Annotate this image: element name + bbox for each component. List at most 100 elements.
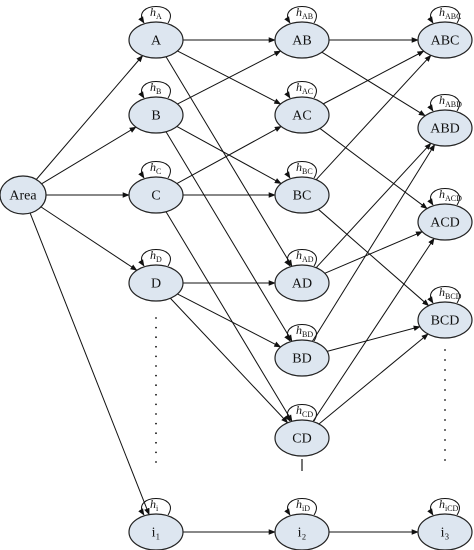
node-ellipse [417,109,473,147]
edge-BC-ABC [315,54,432,181]
self-loop-ABC [427,6,460,24]
node-label: CD [292,432,311,447]
node-i1: i₁ [128,513,184,550]
node-label: ABD [430,122,460,137]
node-ellipse [274,96,330,134]
node-D: D [128,264,184,302]
node-ellipse [274,264,330,302]
edge-AD-ACD [324,231,423,274]
edge-CD-BCD [318,333,429,425]
node-ellipse [0,175,47,215]
node-ellipse [417,21,473,59]
loop-label-C: hC [150,160,161,176]
node-i2: i₂ [274,513,330,550]
node-CD: CD [274,419,330,457]
node-label: i₃ [441,526,450,541]
node-label: C [151,189,160,204]
node-BD: BD [274,339,330,377]
node-ellipse [128,176,184,214]
node-ellipse [274,339,330,377]
ellipsis-dots [155,317,446,471]
self-loop-ACD [427,188,460,206]
node-label: A [151,34,162,49]
node-label: D [151,277,161,292]
ellipsis-dot [155,432,157,435]
ellipsis-dot [155,441,157,444]
node-i3: i₃ [417,513,473,550]
node-ellipse [274,21,330,59]
node-label: i₁ [152,526,161,541]
edge-B-BD [165,131,293,342]
edge-D-BD [177,293,282,348]
node-ABC: ABC [417,21,473,59]
node-AD: AD [274,264,330,302]
ellipsis-dot [301,459,303,461]
node-B: B [128,96,184,134]
node-BC: BC [274,176,330,214]
self-loop-B [138,81,171,99]
self-loop-AD [284,249,317,267]
edge-BD-ABD [311,144,436,342]
loop-label-i3: hiCD [439,497,459,513]
node-label: B [151,109,160,124]
self-loop-AC [284,81,317,99]
loop-label-B: hB [150,80,161,96]
self-loop-BC [284,161,317,179]
ellipsis-dot [155,326,157,329]
ellipsis-dot [444,349,446,351]
ellipsis-dot [155,422,157,425]
ellipsis-dot [444,419,446,421]
ellipsis-dot [444,449,446,451]
node-AB: AB [274,21,330,59]
edge-area-A [35,55,144,180]
ellipsis-dot [301,463,303,465]
ellipsis-dot [155,365,157,367]
self-loop-i1 [138,498,171,516]
self-loop-BD [284,324,317,342]
node-label: i₂ [298,526,307,541]
ellipsis-dot [155,345,157,348]
self-loop-A [138,6,171,24]
edge-AC-ABC [322,50,425,105]
ellipsis-dot [155,374,157,377]
ellipsis-dot [301,461,303,463]
loop-label-AC: hAC [296,80,313,96]
self-loop-C [138,161,171,179]
ellipsis-dot [155,336,157,339]
edge-AD-ABD [315,142,432,269]
node-ellipse [274,513,330,550]
edge-AB-ABD [321,51,426,117]
node-ellipse [128,264,184,302]
loop-label-AD: hAD [296,248,314,264]
node-label: BCD [431,314,460,329]
self-loop-ABD [427,94,460,112]
self-loop-i3 [427,498,460,516]
edge-area-D [40,206,138,271]
node-ellipse [128,513,184,550]
self-loop-CD [284,404,317,422]
node-label: AB [292,34,311,49]
node-ACD: ACD [417,203,473,241]
node-ellipse [128,21,184,59]
node-ellipse [417,513,473,550]
ellipsis-dot [444,369,446,371]
ellipsis-dot [444,389,446,391]
node-label: BC [293,189,312,204]
ellipsis-dot [155,393,157,396]
ellipsis-dot [301,467,303,469]
edge-D-CD [169,297,289,424]
ellipsis-dot [155,403,157,406]
ellipsis-dot [155,355,157,358]
node-ellipse [417,301,473,339]
node-ellipse [274,176,330,214]
edge-area-i1 [29,212,150,516]
node-label: ABC [431,34,460,49]
self-loop-i2 [284,498,317,516]
ellipsis-dot [444,439,446,441]
loop-label-A: hA [150,5,162,21]
ellipsis-dot [444,459,446,461]
edge-C-CD [165,211,293,422]
node-C: C [128,176,184,214]
